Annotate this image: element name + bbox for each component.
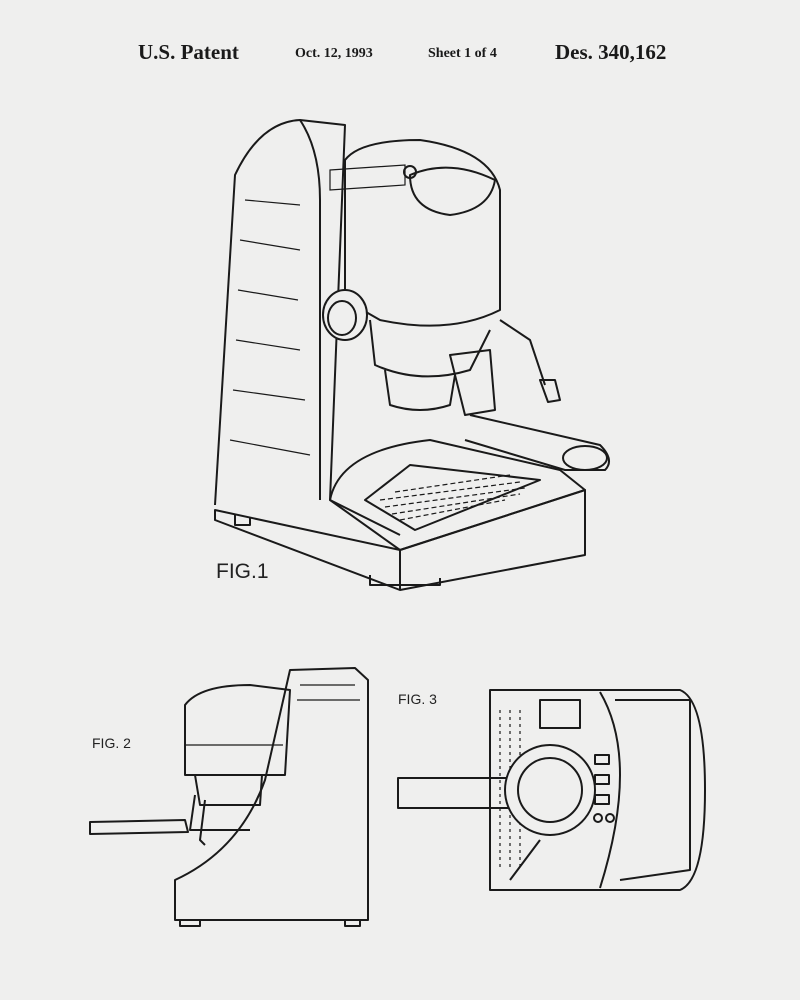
drip-tray-grid xyxy=(379,474,526,521)
fig2-label: FIG. 2 xyxy=(92,735,131,751)
fig2-drawing xyxy=(89,667,369,927)
patent-date: Oct. 12, 1993 xyxy=(295,46,373,61)
patent-number: Des. 340,162 xyxy=(555,40,667,64)
patent-title: U.S. Patent xyxy=(138,40,239,64)
fig1-drawing xyxy=(214,119,610,591)
sheet-number: Sheet 1 of 4 xyxy=(428,46,497,61)
fig1-label: FIG.1 xyxy=(216,560,269,583)
fig3-drawing xyxy=(397,689,706,891)
fig3-label: FIG. 3 xyxy=(398,691,437,707)
